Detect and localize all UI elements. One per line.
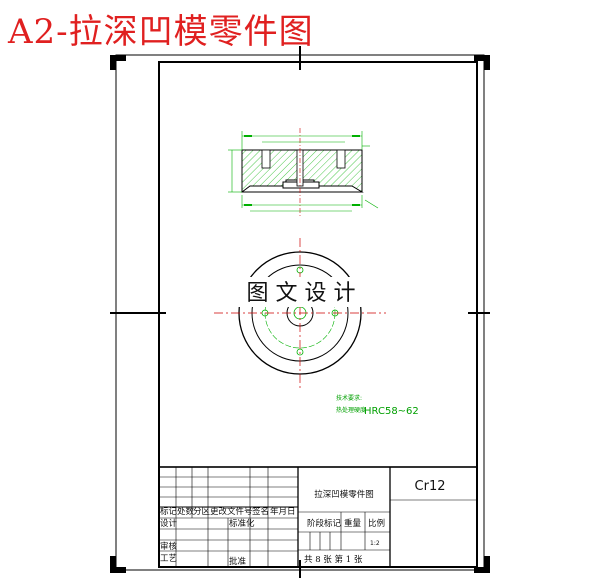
title-block [158, 466, 478, 568]
label-date: 年月日 [270, 506, 296, 517]
label-weight: 重量 [344, 518, 362, 529]
label-process: 工艺 [160, 554, 177, 564]
svg-text:热处理硬度: 热处理硬度 [336, 406, 366, 414]
notes-line-1: 技术要求: [336, 394, 362, 402]
label-review: 审核 [160, 541, 178, 552]
label-sign: 签名 [252, 506, 269, 517]
right-screw-hole [336, 149, 346, 169]
ratio-value: 1:2 [370, 540, 380, 547]
left-screw-hole [261, 149, 271, 169]
label-count: 处数 [177, 506, 195, 517]
center-lines [214, 238, 386, 390]
label-stage-mark: 阶段标记 [307, 518, 342, 529]
corner-marks [110, 55, 490, 573]
label-change-doc: 更改文件号 [210, 506, 253, 517]
dimension-lines [228, 131, 379, 212]
label-design: 设计 [160, 518, 178, 529]
sheet-info: 共 8 张 第 1 张 [304, 554, 363, 565]
label-mark: 标记 [160, 506, 178, 517]
notes-line-2: 热处理硬度 [336, 406, 366, 414]
dimension-ticks [244, 135, 360, 206]
watermark: 图 文 设 计 [247, 281, 356, 306]
label-standardize: 标准化 [229, 518, 255, 529]
page-title: A2-拉深凹模零件图 [8, 12, 314, 52]
material: Cr12 [415, 479, 446, 494]
label-approve: 批准 [229, 556, 247, 567]
watermark-band [222, 277, 380, 307]
label-zone: 分区 [193, 507, 211, 517]
label-ratio: 比例 [368, 518, 385, 529]
section-view [228, 128, 379, 218]
centering-marks [110, 46, 490, 578]
part-name: 拉深凹模零件图 [314, 489, 374, 500]
hardness-note: HRC58~62 [364, 406, 419, 417]
